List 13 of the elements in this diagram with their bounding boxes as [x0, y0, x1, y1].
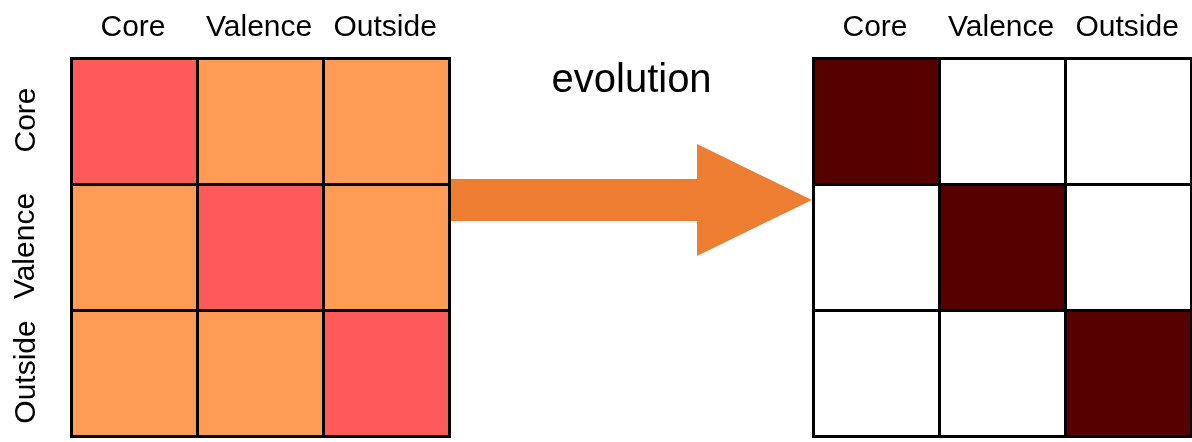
column-label: Valence [206, 9, 313, 43]
matrix-grid [70, 57, 451, 438]
row-label: Core [7, 87, 41, 153]
column-label: Outside [1075, 9, 1179, 43]
row-label: Outside [7, 320, 42, 424]
column-label: Core [842, 9, 908, 43]
edge-label: evolution [551, 55, 712, 101]
column-label: Outside [333, 9, 437, 43]
column-label: Core [100, 9, 166, 43]
column-label: Valence [948, 9, 1055, 43]
block-arrow [451, 144, 812, 256]
row-label: Valence [7, 192, 42, 300]
matrix-grid [812, 57, 1192, 438]
